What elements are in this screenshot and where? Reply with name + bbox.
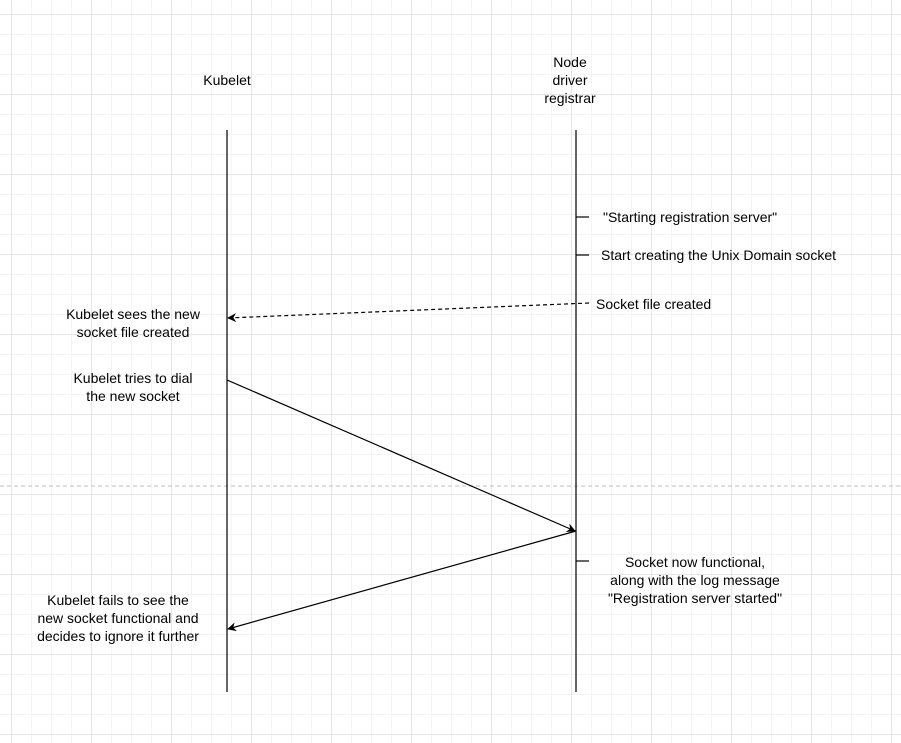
note-kubelet-fails-line: Kubelet fails to see the — [47, 592, 189, 608]
note-kubelet-sees-socket: Kubelet sees the new socket file created — [66, 305, 200, 341]
note-socket-functional-line: along with the log message — [610, 572, 780, 588]
note-socket-functional: Socket now functional, along with the lo… — [608, 553, 782, 607]
note-creating-socket: Start creating the Unix Domain socket — [601, 246, 836, 264]
participant-kubelet-label: Kubelet — [203, 72, 251, 88]
note-kubelet-fails: Kubelet fails to see the new socket func… — [37, 591, 199, 645]
participant-registrar-line: driver — [552, 72, 588, 88]
participant-kubelet: Kubelet — [203, 71, 250, 89]
participant-registrar: Node driver registrar — [544, 53, 595, 107]
note-socket-functional-line: Socket now functional, — [624, 554, 766, 570]
participant-registrar-line: Node — [553, 54, 587, 70]
note-kubelet-tries-dial-line: the new socket — [86, 388, 180, 404]
participant-registrar-line: registrar — [544, 90, 596, 106]
fail-response-arrow — [227, 530, 577, 632]
note-kubelet-sees-socket-line: Kubelet sees the new — [66, 306, 200, 322]
note-starting-server-text: "Starting registration server" — [603, 209, 778, 225]
note-socket-created-text: Socket file created — [596, 296, 712, 312]
socket-created-arrow — [227, 302, 590, 323]
note-socket-created: Socket file created — [596, 295, 711, 313]
note-kubelet-sees-socket-line: socket file created — [76, 324, 190, 340]
note-starting-server: "Starting registration server" — [603, 208, 777, 226]
note-kubelet-fails-line: new socket functional and — [37, 610, 199, 626]
note-socket-functional-line: "Registration server started" — [607, 590, 783, 606]
dial-socket-arrow — [226, 379, 576, 532]
note-kubelet-fails-line: decides to ignore it further — [37, 628, 199, 644]
note-creating-socket-text: Start creating the Unix Domain socket — [601, 247, 836, 263]
note-kubelet-tries-dial-line: Kubelet tries to dial — [73, 370, 193, 386]
note-kubelet-tries-dial: Kubelet tries to dial the new socket — [73, 369, 192, 405]
